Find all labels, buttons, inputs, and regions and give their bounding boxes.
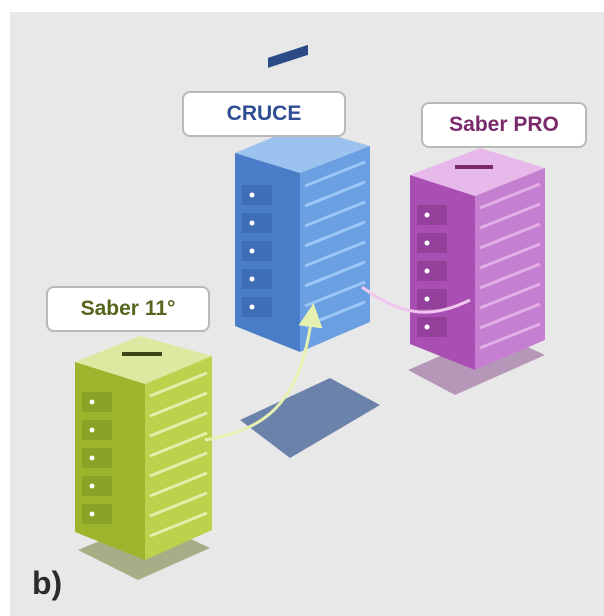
saber-11-label: Saber 11° [46, 286, 210, 332]
saber-11-right-slots [149, 371, 208, 538]
saber-pro-slot [455, 165, 493, 169]
saber-11-to-cruce-link [204, 303, 323, 442]
saber-pro-left-leds [424, 212, 430, 330]
saber-11-left-bays [82, 392, 112, 524]
cruce-left-bays [242, 185, 272, 317]
saber-11-server [75, 336, 212, 560]
saber-pro-label: Saber PRO [421, 102, 587, 148]
cruce-floor-shadow [240, 378, 380, 458]
saber-pro-to-cruce-link [361, 285, 471, 314]
saber-11-left-leds [89, 399, 95, 517]
saber-11-slot [122, 352, 162, 356]
saber-pro-left-bays [417, 205, 447, 337]
cruce-slot [268, 44, 308, 68]
panel-letter: b) [32, 565, 63, 601]
cruce-left-leds [249, 192, 255, 310]
cruce-server [235, 44, 370, 352]
saber-pro-server [410, 148, 545, 370]
saber-pro-right-slots [479, 182, 541, 350]
cruce-label: CRUCE [182, 91, 346, 137]
cruce-right-slots [304, 160, 366, 328]
